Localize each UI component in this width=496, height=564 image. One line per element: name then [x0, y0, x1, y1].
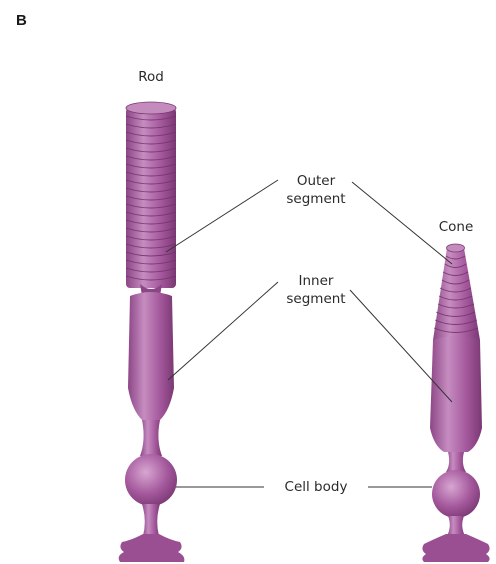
inner-segment-line2: segment — [276, 290, 356, 308]
rod-inner-segment — [128, 292, 174, 420]
leader-outer-rod — [166, 180, 278, 252]
outer-segment-line1: Outer — [276, 172, 356, 190]
cone-synaptic-terminal — [422, 534, 489, 562]
cone-label: Cone — [432, 218, 480, 236]
inner-segment-line1: Inner — [276, 272, 356, 290]
outer-segment-label: Outer segment — [276, 172, 356, 208]
leader-inner-rod — [168, 282, 278, 380]
rod-synaptic-terminal — [119, 534, 185, 562]
cone-cell — [422, 244, 489, 562]
cone-cell-body — [432, 470, 480, 518]
rod-cell — [119, 102, 185, 562]
cone-inner-segment — [430, 336, 482, 452]
rod-label: Rod — [129, 68, 173, 86]
rod-outer-segment — [126, 102, 176, 288]
rod-cell-body — [125, 454, 177, 506]
inner-segment-label: Inner segment — [276, 272, 356, 308]
cell-body-label: Cell body — [266, 478, 366, 496]
cone-outer-segment — [433, 244, 480, 340]
outer-segment-line2: segment — [276, 190, 356, 208]
leader-lines — [166, 180, 452, 487]
